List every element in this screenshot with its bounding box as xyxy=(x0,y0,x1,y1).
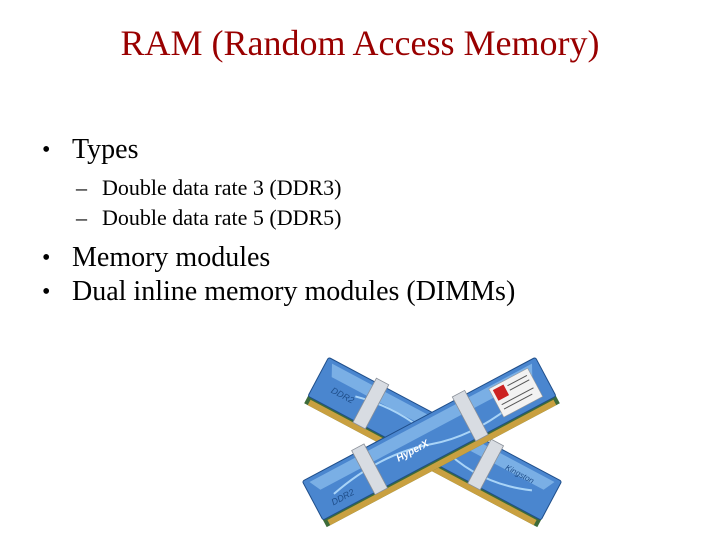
sub-bullet-text: Double data rate 3 (DDR3) xyxy=(102,175,342,200)
sub-bullet-text: Double data rate 5 (DDR5) xyxy=(102,205,342,230)
retention-clip xyxy=(467,438,505,491)
bullet-text: Dual inline memory modules (DIMMs) xyxy=(72,276,516,307)
sub-bullet-dash: – xyxy=(76,205,87,230)
bullet-memory-modules: • Memory modules xyxy=(42,241,682,275)
bullet-dimms: • Dual inline memory modules (DIMMs) xyxy=(42,275,682,309)
bullet-types: • Types xyxy=(42,133,682,167)
ram-modules-image: DDR2 Kingston HyperX DDR2 xyxy=(282,348,582,540)
bullet-dot: • xyxy=(42,279,51,305)
bullet-dot: • xyxy=(42,245,51,271)
retention-clip xyxy=(352,377,390,430)
sub-bullet-dash: – xyxy=(76,175,87,200)
bullet-text: Types xyxy=(72,134,139,165)
gold-contacts xyxy=(327,399,557,526)
sticker-logo xyxy=(492,384,510,401)
bullet-dot: • xyxy=(42,137,51,163)
bullet-list: • Types – Double data rate 3 (DDR3) – Do… xyxy=(42,133,682,309)
ram-module-front: HyperX DDR2 xyxy=(302,357,560,528)
page-title: RAM (Random Access Memory) xyxy=(120,23,600,63)
sub-bullet-ddr3: – Double data rate 3 (DDR3) xyxy=(42,173,682,203)
bullet-text: Memory modules xyxy=(72,242,271,273)
retention-clip xyxy=(351,443,389,496)
ram-modules-illustration: DDR2 Kingston HyperX DDR2 xyxy=(302,357,562,528)
retention-clip xyxy=(451,389,489,442)
sub-bullet-ddr5: – Double data rate 5 (DDR5) xyxy=(42,203,682,233)
